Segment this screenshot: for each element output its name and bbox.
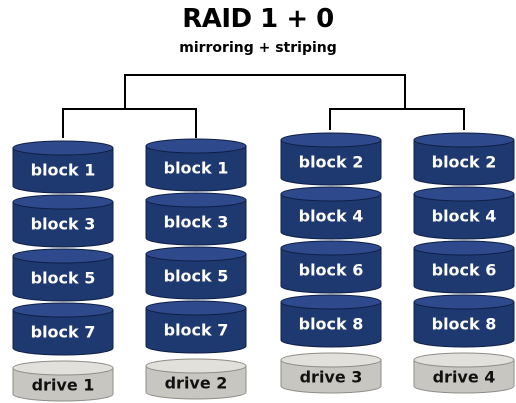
drive-2-block-2-top (145, 192, 247, 208)
drive-2-block-1-body (145, 145, 247, 192)
drive-2-block-3-top (145, 246, 247, 262)
drive-2-label: drive 2 (165, 374, 228, 393)
drive-2-block-3-label: block 5 (164, 267, 229, 286)
drive-1-block-1-label: block 1 (31, 161, 96, 180)
connector-root (124, 74, 406, 99)
drive-4-block-2-label: block 4 (432, 207, 497, 226)
drive-3-label: drive 3 (300, 368, 363, 387)
drive-3-block-1-top (280, 132, 382, 148)
drive-3-block-3-label: block 6 (299, 261, 364, 280)
diagram-subtitle: mirroring + striping (179, 40, 337, 56)
drive-3-block-3-body (280, 247, 382, 294)
drive-4-block-4-label: block 8 (432, 315, 497, 334)
drive-4-block-3-top (413, 240, 515, 256)
drive-1-block-1-top (12, 140, 114, 156)
drive-4-top (413, 352, 515, 368)
drive-3-top (280, 352, 382, 368)
drive-2-body (145, 365, 247, 400)
drive-2-top (145, 358, 247, 374)
drive-1-body (12, 367, 114, 402)
drive-3-block-2-label: block 4 (299, 207, 364, 226)
drive-2-block-4-top (145, 300, 247, 316)
drive-3-block-1-body (280, 139, 382, 186)
drive-4-block-1-body (413, 139, 515, 186)
diagram-title: RAID 1 + 0 (182, 4, 334, 34)
drive-1-block-4-body (12, 309, 114, 356)
drive-3-block-2-top (280, 186, 382, 202)
drive-4-block-4-top (413, 294, 515, 310)
drive-3-block-4-body (280, 301, 382, 348)
drive-1-block-2-label: block 3 (31, 215, 96, 234)
drive-1-top (12, 360, 114, 376)
drive-4-label: drive 4 (433, 368, 496, 387)
drive-2-block-1-label: block 1 (164, 159, 229, 178)
drive-2-block-3-body (145, 253, 247, 300)
drive-1-label: drive 1 (32, 376, 95, 395)
drive-4-block-1-top (413, 132, 515, 148)
drive-2-block-2-label: block 3 (164, 213, 229, 232)
drive-1-block-2-body (12, 201, 114, 248)
drive-1-block-4-top (12, 302, 114, 318)
drive-4-block-2-body (413, 193, 515, 240)
drive-3-block-1-label: block 2 (299, 153, 364, 172)
drive-4-block-3-label: block 6 (432, 261, 497, 280)
drive-4-block-1-label: block 2 (432, 153, 497, 172)
drive-4-block-4-body (413, 301, 515, 348)
drive-3-block-4-label: block 8 (299, 315, 364, 334)
drive-2-block-1-top (145, 138, 247, 154)
drive-3-block-4-top (280, 294, 382, 310)
drive-3-body (280, 359, 382, 394)
drive-1-block-3-top (12, 248, 114, 264)
drive-2-block-2-body (145, 199, 247, 246)
drive-1-block-2-top (12, 194, 114, 210)
drive-2-block-4-body (145, 307, 247, 354)
drive-1-block-4-label: block 7 (31, 323, 96, 342)
connector-mirror-left (62, 108, 197, 138)
drive-1-block-3-label: block 5 (31, 269, 96, 288)
drive-4-block-2-top (413, 186, 515, 202)
drive-3-block-3-top (280, 240, 382, 256)
drive-4-block-3-body (413, 247, 515, 294)
drive-1-block-1-body (12, 147, 114, 194)
drive-4-body (413, 359, 515, 394)
drive-3-block-2-body (280, 193, 382, 240)
drive-1-block-3-body (12, 255, 114, 302)
connector-mirror-right (329, 108, 465, 130)
drive-2-block-4-label: block 7 (164, 321, 229, 340)
